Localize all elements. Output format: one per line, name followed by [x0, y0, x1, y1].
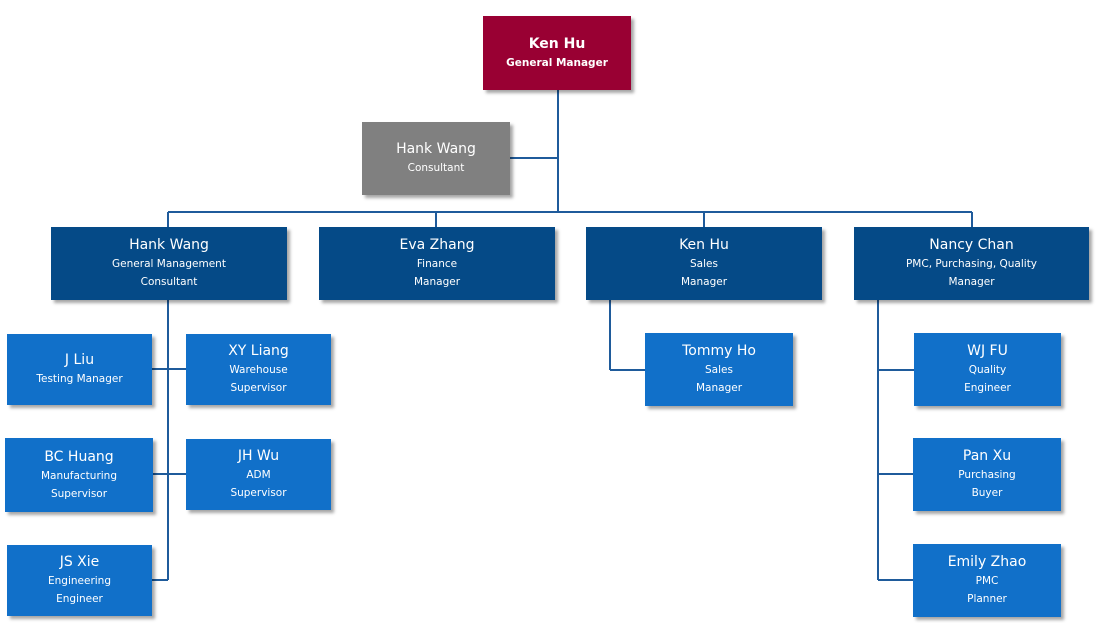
person-name: J Liu: [64, 352, 95, 368]
person-name: Tommy Ho: [682, 343, 756, 359]
person-name: Nancy Chan: [929, 237, 1014, 253]
person-name: Ken Hu: [679, 237, 729, 253]
person-title: Sales: [690, 258, 718, 270]
person-name: JH Wu: [237, 448, 280, 464]
person-title: Manager: [680, 276, 728, 288]
person-title: Engineer: [964, 382, 1011, 394]
person-title: Supervisor: [230, 382, 287, 394]
person-title: Finance: [416, 258, 458, 270]
person-title: Planner: [967, 593, 1007, 605]
person-title: ADM: [246, 469, 271, 481]
person-title: Manager: [948, 276, 995, 288]
person-name: Emily Zhao: [947, 554, 1027, 570]
person-title: Manager: [413, 276, 461, 288]
org-node-jh-wu: JH Wu ADM Supervisor: [186, 439, 331, 510]
person-title: Engineering: [48, 575, 111, 587]
person-title: General Management: [112, 258, 226, 270]
person-title: Testing Manager: [36, 373, 123, 385]
person-title: Consultant: [140, 276, 198, 288]
person-title: Purchasing: [958, 469, 1016, 481]
person-name: Hank Wang: [129, 237, 209, 253]
person-name: WJ FU: [967, 343, 1008, 359]
person-title: Engineer: [56, 593, 103, 605]
person-name: Pan Xu: [962, 448, 1012, 464]
person-title: PMC: [975, 575, 999, 587]
person-title: Supervisor: [230, 487, 287, 499]
person-name: XY Liang: [228, 343, 289, 359]
person-name: JS Xie: [59, 554, 100, 570]
person-title: Sales: [705, 364, 733, 376]
person-title: Manufacturing: [40, 469, 118, 482]
person-title: Consultant: [407, 162, 465, 174]
org-node-ken-hu-gm: Ken Hu General Manager: [483, 16, 631, 90]
person-name: Eva Zhang: [399, 237, 475, 253]
person-title: Supervisor: [50, 487, 108, 500]
person-title: Manager: [695, 382, 743, 394]
person-name: Ken Hu: [528, 35, 586, 52]
person-name: Hank Wang: [396, 141, 476, 157]
person-title: Buyer: [971, 487, 1003, 499]
person-title: General Manager: [506, 56, 608, 69]
person-name: BC Huang: [44, 448, 114, 465]
person-title: Quality: [968, 364, 1007, 376]
person-title: Warehouse: [229, 364, 288, 376]
person-title: PMC, Purchasing, Quality: [905, 258, 1038, 270]
